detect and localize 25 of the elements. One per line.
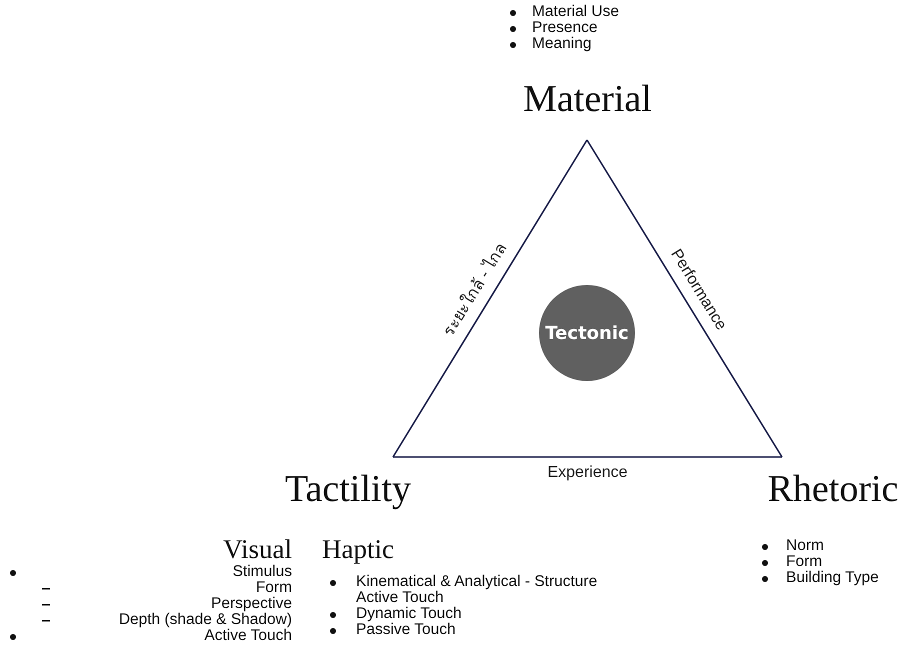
sub-heading: Visual <box>222 536 292 563</box>
node-label: Tectonic <box>545 322 629 344</box>
corner-heading: Material <box>500 80 675 118</box>
list-text: Kinematical & Analytical - Structure <box>356 573 598 590</box>
triangle-side <box>393 456 782 458</box>
sub-heading: Haptic <box>322 536 395 563</box>
list-text: Material Use <box>532 3 619 20</box>
list-text: Active Touch <box>356 589 444 606</box>
list-text: Form <box>256 579 292 596</box>
list-text: Active Touch <box>204 627 292 644</box>
list-text: Norm <box>786 537 824 554</box>
list-text: Stimulus <box>232 563 292 580</box>
list-text: Form <box>786 553 822 570</box>
list-text: Perspective <box>211 595 292 612</box>
triangle-side <box>586 140 783 458</box>
list-text: Meaning <box>532 35 592 52</box>
list-text: Dynamic Touch <box>356 605 462 622</box>
list-text: Presence <box>532 19 598 36</box>
list-text: Depth (shade & Shadow) <box>118 611 292 628</box>
list-text: Building Type <box>786 569 879 586</box>
triangle-side <box>392 140 588 458</box>
corner-heading: Tactility <box>262 470 434 508</box>
list-text: Passive Touch <box>356 621 456 638</box>
edge-label: Experience <box>547 465 628 481</box>
corner-heading: Rhetoric <box>746 470 920 508</box>
